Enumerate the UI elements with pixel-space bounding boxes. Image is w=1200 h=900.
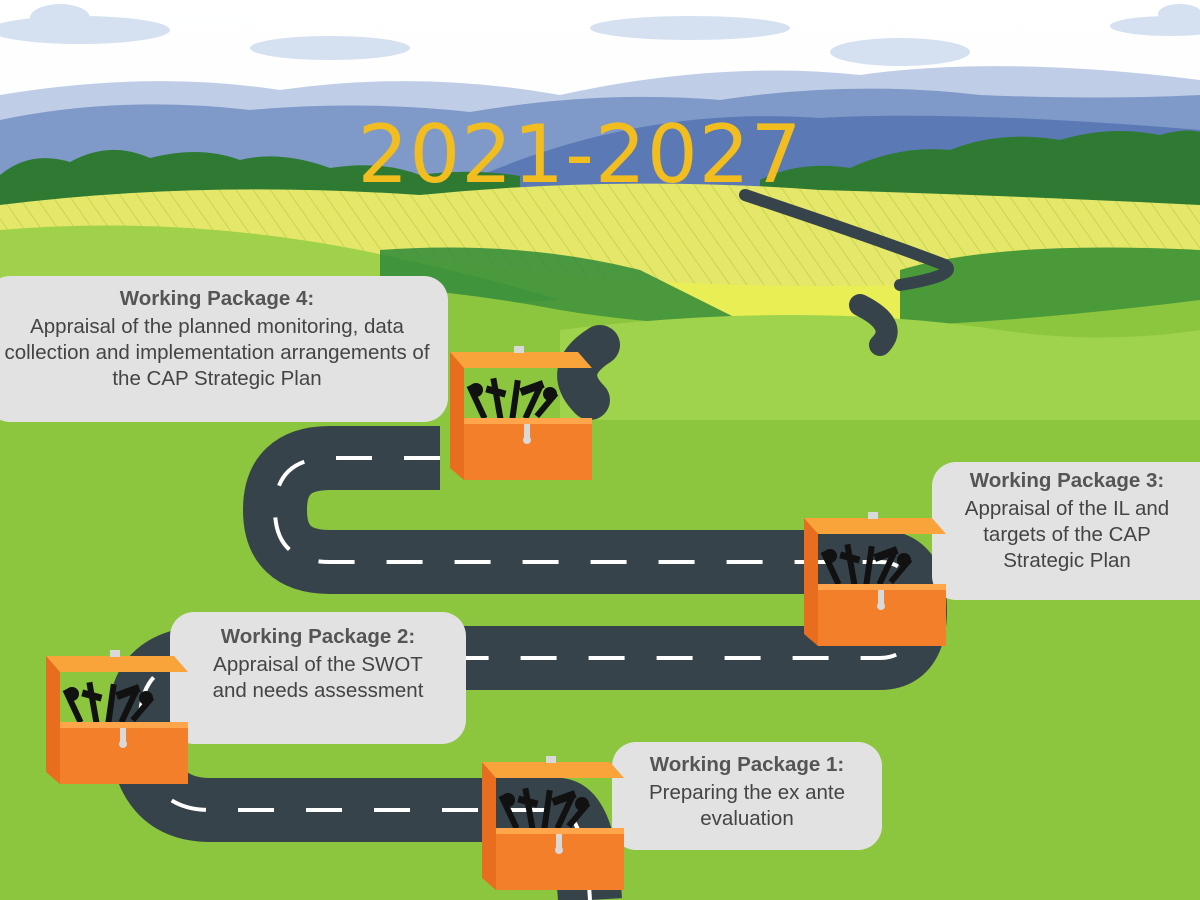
package-3-text: Appraisal of the IL and targets of the C… xyxy=(964,497,1170,572)
package-1-text: Preparing the ex ante evaluation xyxy=(648,781,846,830)
cloud-icon xyxy=(0,4,1200,66)
package-3-title: Working Package 3: xyxy=(969,469,1165,492)
toolbox-icon xyxy=(450,346,592,480)
package-4-text: Appraisal of the planned monitoring, dat… xyxy=(4,315,430,390)
package-2-title: Working Package 2: xyxy=(220,625,416,648)
year-banner: 2021-2027 xyxy=(357,108,803,201)
road-icon xyxy=(108,189,954,900)
package-1-title: Working Package 1: xyxy=(649,753,845,776)
package-2-text: Appraisal of the SWOT and needs assessme… xyxy=(212,653,424,702)
package-card-1: Working Package 1: Preparing the ex ante… xyxy=(612,742,882,850)
package-card-2: Working Package 2: Appraisal of the SWOT… xyxy=(170,612,466,744)
toolbox-icon xyxy=(46,650,188,784)
package-card-4: Working Package 4: Appraisal of the plan… xyxy=(0,276,448,422)
package-card-3: Working Package 3: Appraisal of the IL a… xyxy=(932,462,1200,600)
toolbox-icon xyxy=(482,756,624,890)
package-4-title: Working Package 4: xyxy=(119,287,315,310)
toolbox-icon xyxy=(804,512,946,646)
